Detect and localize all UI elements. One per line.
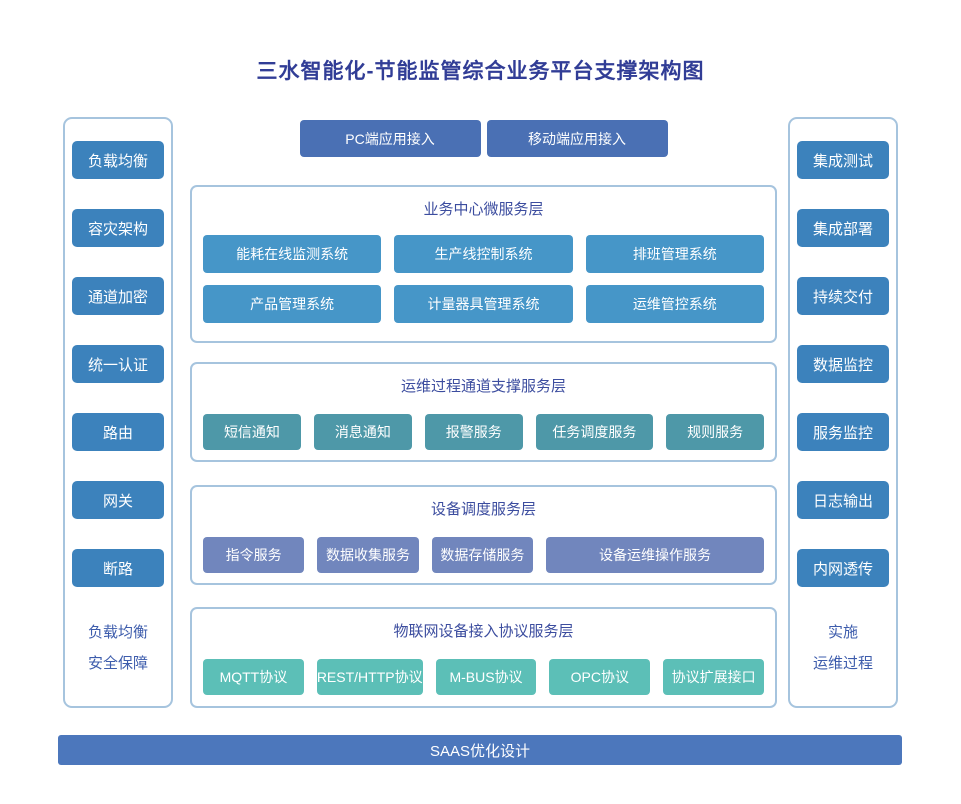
node-protocol-extension-interface: 协议扩展接口 — [663, 659, 765, 695]
node-disaster-recovery: 容灾架构 — [72, 209, 164, 247]
layer-title: 设备调度服务层 — [430, 501, 536, 518]
node-log-output: 日志输出 — [797, 481, 889, 519]
layer-title: 物联网设备接入协议服务层 — [393, 623, 574, 640]
node-message-notification: 消息通知 — [313, 414, 412, 450]
node-command-service: 指令服务 — [203, 537, 305, 573]
node-shift-management-system: 排班管理系统 — [585, 235, 764, 273]
right-panel-caption: 实施 运维过程 — [813, 617, 873, 679]
node-channel-encryption: 通道加密 — [72, 277, 164, 315]
main-column: PC端应用接入 移动端应用接入 业务中心微服务层 能耗在线监测系统 生产线控制系… — [190, 120, 777, 708]
node-opc-protocol: OPC协议 — [549, 659, 651, 695]
node-rule-service: 规则服务 — [666, 414, 765, 450]
node-data-collection-service: 数据收集服务 — [317, 537, 419, 573]
layer-title: 业务中心微服务层 — [423, 201, 544, 218]
node-device-ops-operation-service: 设备运维操作服务 — [546, 537, 764, 573]
node-ops-control-system: 运维管控系统 — [585, 285, 764, 323]
node-routing: 路由 — [72, 413, 164, 451]
node-continuous-delivery: 持续交付 — [797, 277, 889, 315]
page-title: 三水智能化-节能监管综合业务平台支撑架构图 — [256, 60, 705, 83]
layer-row: 短信通知 消息通知 报警服务 任务调度服务 规则服务 — [203, 414, 765, 450]
node-mqtt-protocol: MQTT协议 — [203, 659, 304, 695]
node-pc-access: PC端应用接入 — [299, 120, 481, 157]
node-circuit-break: 断路 — [72, 549, 164, 587]
node-sms-notification: 短信通知 — [203, 414, 301, 450]
node-energy-online-monitoring-system: 能耗在线监测系统 — [203, 235, 382, 273]
node-load-balancing: 负载均衡 — [72, 141, 164, 179]
node-production-line-control-system: 生产线控制系统 — [394, 235, 573, 273]
right-panel: 集成测试 集成部署 持续交付 数据监控 服务监控 日志输出 内网透传 实施 运维… — [788, 117, 898, 708]
layer-row: 产品管理系统 计量器具管理系统 运维管控系统 — [203, 285, 764, 323]
node-mobile-access: 移动端应用接入 — [486, 120, 668, 157]
layer-ops-channel-support: 运维过程通道支撑服务层 短信通知 消息通知 报警服务 任务调度服务 规则服务 — [190, 362, 777, 462]
node-integration-deploy: 集成部署 — [797, 209, 889, 247]
layer-device-scheduling: 设备调度服务层 指令服务 数据收集服务 数据存储服务 设备运维操作服务 — [190, 485, 777, 585]
layer-iot-protocol-access: 物联网设备接入协议服务层 MQTT协议 REST/HTTP协议 M-BUS协议 … — [190, 607, 777, 708]
access-layer: PC端应用接入 移动端应用接入 — [190, 120, 777, 157]
node-data-storage-service: 数据存储服务 — [431, 537, 534, 573]
node-mbus-protocol: M-BUS协议 — [435, 659, 537, 695]
node-service-monitoring: 服务监控 — [797, 413, 889, 451]
layer-row: 指令服务 数据收集服务 数据存储服务 设备运维操作服务 — [203, 537, 764, 573]
caption-line: 负载均衡 — [87, 624, 148, 641]
saas-optimization-bar: SAAS优化设计 — [58, 735, 902, 765]
caption-line: 运维过程 — [812, 655, 873, 672]
node-task-scheduling-service: 任务调度服务 — [535, 414, 654, 450]
left-panel: 负载均衡 容灾架构 通道加密 统一认证 路由 网关 断路 负载均衡 安全保障 — [63, 117, 173, 708]
caption-line: 安全保障 — [87, 655, 148, 672]
layer-title: 运维过程通道支撑服务层 — [400, 378, 566, 395]
node-rest-http-protocol: REST/HTTP协议 — [316, 659, 423, 695]
node-metering-device-management-system: 计量器具管理系统 — [394, 285, 573, 323]
left-panel-caption: 负载均衡 安全保障 — [88, 617, 148, 679]
node-gateway: 网关 — [72, 481, 164, 519]
layer-row: 能耗在线监测系统 生产线控制系统 排班管理系统 — [203, 235, 764, 273]
layer-business-microservices: 业务中心微服务层 能耗在线监测系统 生产线控制系统 排班管理系统 产品管理系统 … — [190, 185, 777, 343]
layer-row: MQTT协议 REST/HTTP协议 M-BUS协议 OPC协议 协议扩展接口 — [203, 659, 765, 695]
node-data-monitoring: 数据监控 — [797, 345, 889, 383]
node-product-management-system: 产品管理系统 — [203, 285, 382, 323]
node-alarm-service: 报警服务 — [424, 414, 523, 450]
node-integration-test: 集成测试 — [797, 141, 889, 179]
caption-line: 实施 — [827, 624, 858, 641]
node-unified-auth: 统一认证 — [72, 345, 164, 383]
node-intranet-passthrough: 内网透传 — [797, 549, 889, 587]
